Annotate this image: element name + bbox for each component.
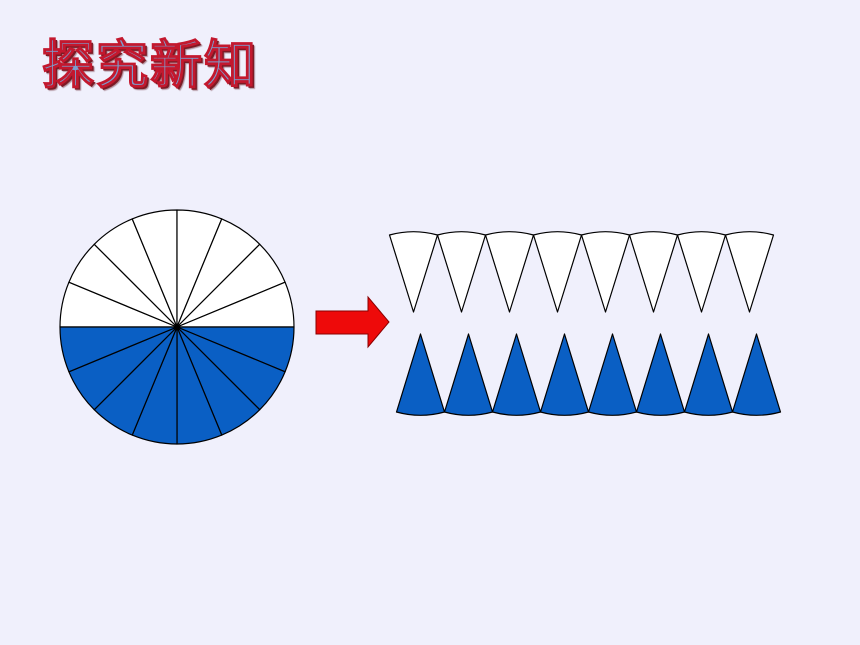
slide-title: 探究新知 — [41, 36, 259, 96]
arrow-shape — [315, 295, 390, 349]
right-arrow-icon — [315, 295, 390, 349]
divided-circle — [59, 209, 295, 445]
row-sector-blue — [491, 333, 542, 416]
blue-sector-row — [395, 333, 782, 416]
row-sector-blue — [443, 333, 494, 416]
row-sector-white — [628, 231, 679, 313]
row-sector-white — [484, 231, 535, 313]
row-sector-white — [676, 231, 727, 313]
circle-sector-blue — [59, 326, 178, 373]
row-sector-white — [532, 231, 583, 313]
row-sector-blue — [635, 333, 686, 416]
row-sector-blue — [683, 333, 734, 416]
row-sector-white — [388, 231, 439, 313]
row-sector-blue — [539, 333, 590, 416]
row-sector-white — [436, 231, 487, 313]
row-sector-blue — [395, 333, 446, 416]
row-sector-white — [724, 231, 775, 313]
row-sector-blue — [587, 333, 638, 416]
row-sector-white — [580, 231, 631, 313]
white-sector-row — [388, 231, 775, 313]
row-sector-blue — [731, 333, 782, 416]
